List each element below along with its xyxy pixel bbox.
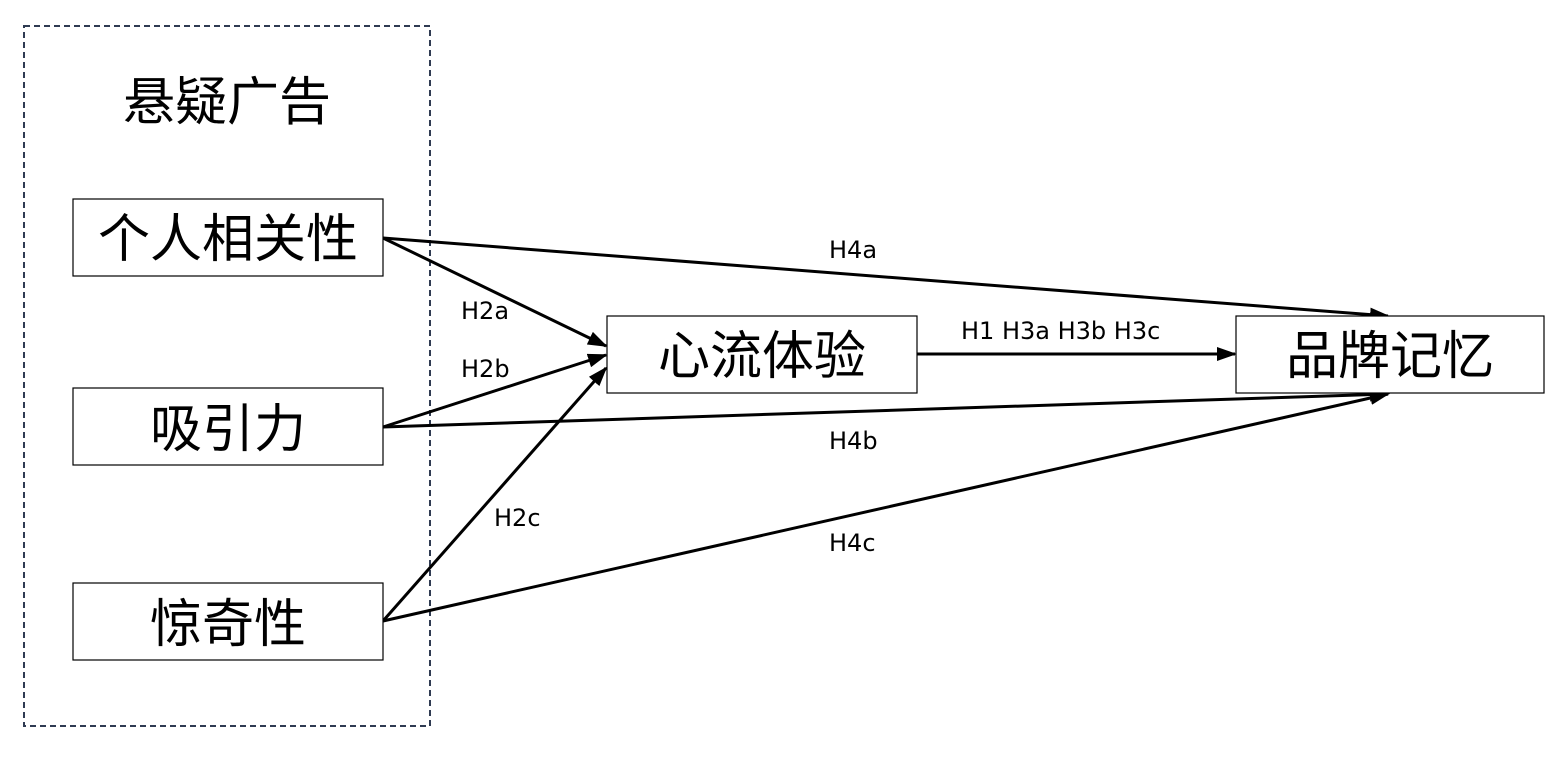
node-attraction-label: 吸引力 — [150, 400, 306, 460]
edge-relevance-to-brand — [382, 236, 1390, 322]
edge-label-h4c: H4c — [829, 529, 876, 557]
edge-label-h2c: H2c — [494, 504, 541, 532]
node-surprise-label: 惊奇性 — [150, 595, 306, 655]
edge-label-h1: H1 H3a H3b H3c — [961, 317, 1160, 345]
edge-attraction-to-flow — [382, 353, 608, 429]
edge-relevance-to-flow — [382, 236, 608, 348]
edge-label-h4a: H4a — [829, 236, 877, 264]
node-surprise-box — [72, 582, 384, 661]
edge-attraction-to-brand — [382, 387, 1390, 429]
node-brand-memory-label: 品牌记忆 — [1286, 327, 1494, 387]
edge-label-h4b: H4b — [829, 427, 878, 455]
edge-surprise-to-flow — [381, 366, 608, 622]
node-relevance-label: 个人相关性 — [98, 210, 358, 270]
node-flow-box — [606, 315, 918, 394]
edge-label-h2a: H2a — [461, 297, 509, 325]
group-title: 悬疑广告 — [123, 73, 331, 133]
edge-surprise-to-brand — [382, 391, 1390, 623]
node-flow-label: 心流体验 — [658, 327, 866, 387]
suspense-ad-group-box — [23, 25, 431, 727]
node-relevance-box — [72, 198, 384, 277]
node-attraction-box — [72, 387, 384, 466]
edge-label-h2b: H2b — [461, 355, 510, 383]
node-brand-memory-box — [1235, 315, 1545, 394]
